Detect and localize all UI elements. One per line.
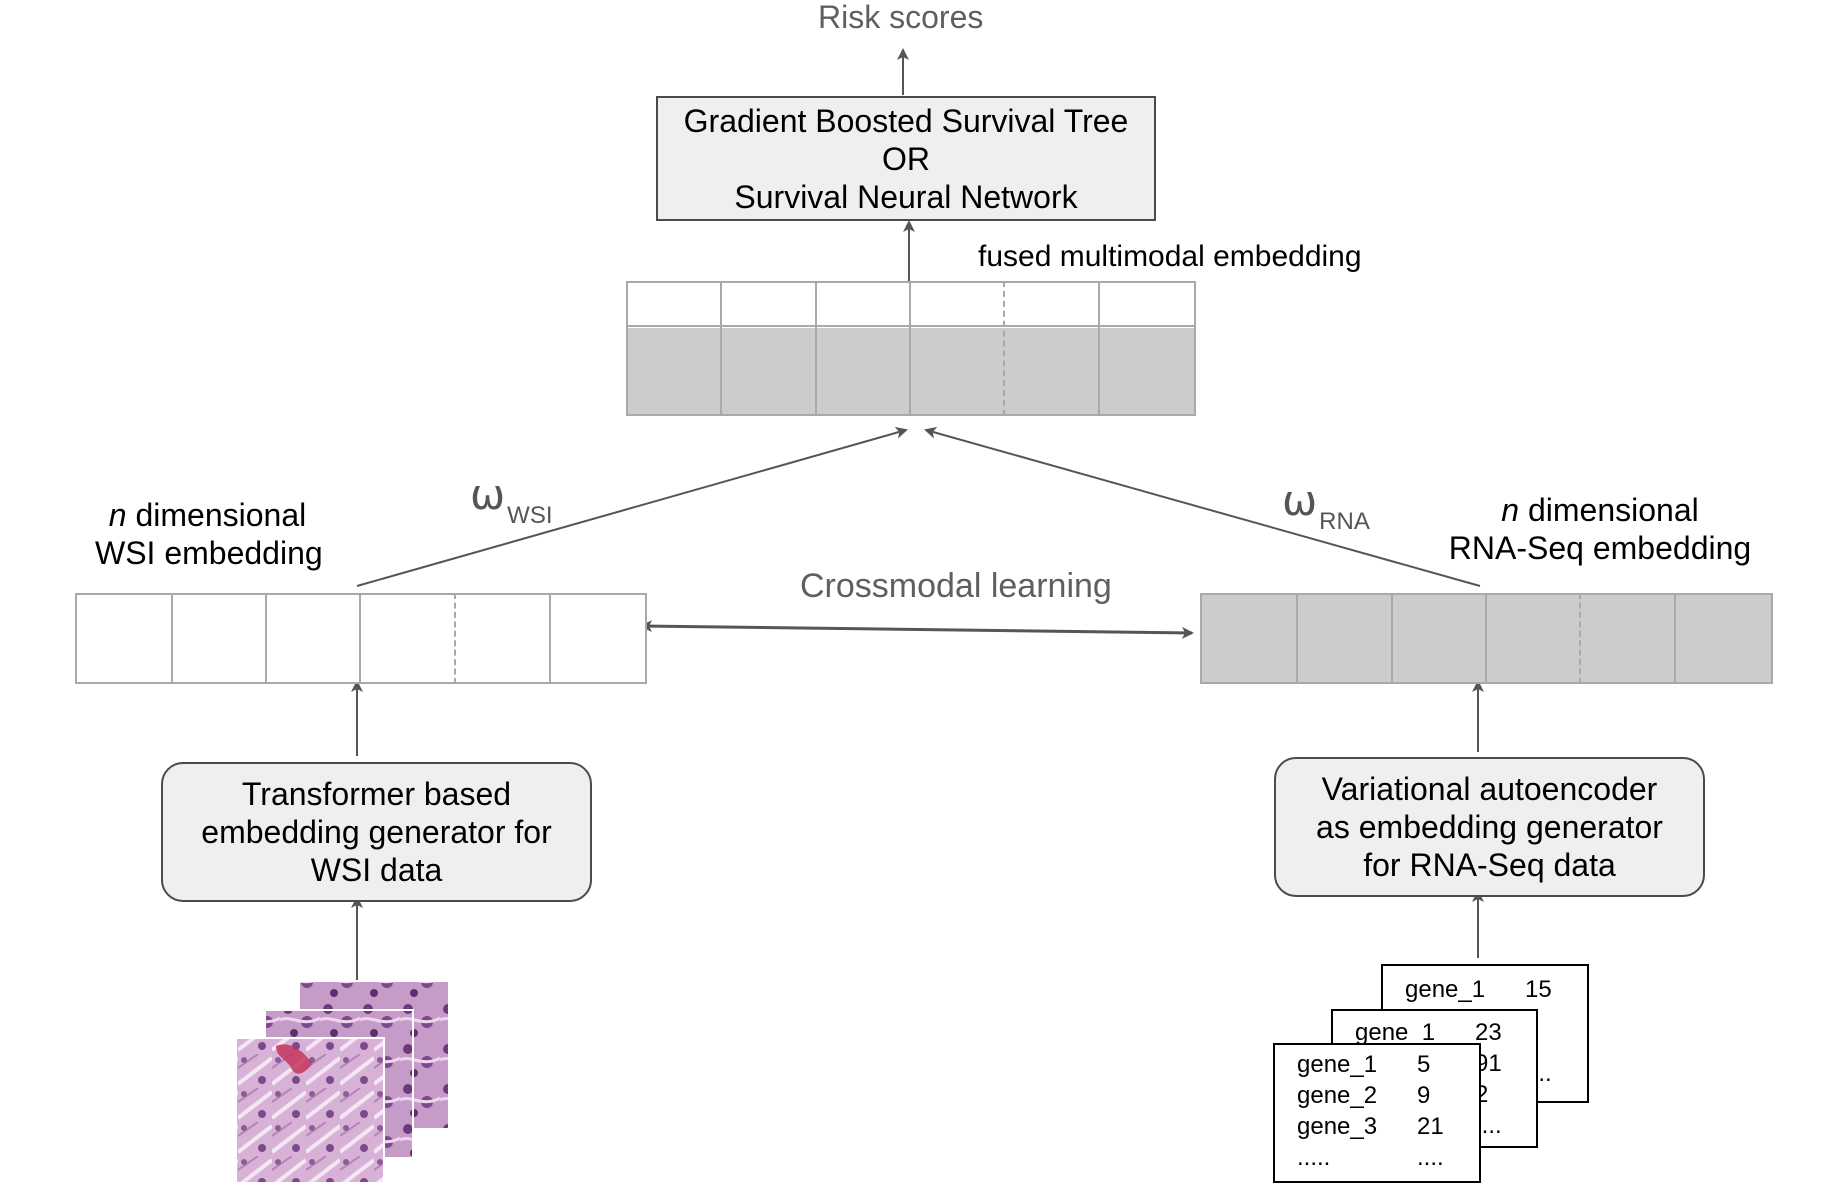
rna-embedding-line2: RNA-Seq embedding — [1448, 530, 1752, 566]
rna-gen-line-2: as embedding generator — [1316, 809, 1663, 845]
rna-dimensional: dimensional — [1519, 492, 1699, 528]
wsi-image-front — [235, 1037, 385, 1183]
wsi-cell-3 — [265, 593, 361, 684]
model-line-3: Survival Neural Network — [734, 178, 1078, 215]
omega-wsi-sub: WSI — [507, 502, 553, 529]
rna-cell-2 — [1296, 593, 1393, 684]
wsi-n: n — [108, 497, 127, 533]
rna-embedding-generator-box: Variational autoencoder as embedding gen… — [1274, 757, 1705, 897]
rna-cell-5 — [1579, 593, 1676, 684]
crossmodal-double-arrow — [640, 620, 1194, 639]
rna-embedding-label: n dimensional RNA-Seq embedding — [1445, 491, 1755, 567]
wsi-cell-4 — [359, 593, 456, 684]
wsi-embedding-generator-box: Transformer based embedding generator fo… — [161, 762, 592, 902]
tissue-red-region — [276, 1044, 312, 1074]
wsi-embedding-label: n dimensional WSI embedding — [95, 496, 323, 572]
arrow-wsi-to-fused — [356, 426, 908, 587]
wsi-embedding-vector — [75, 593, 647, 684]
fused-embedding-vector — [626, 281, 1196, 416]
rna-cell-6 — [1674, 593, 1773, 684]
fused-divider — [626, 325, 1196, 327]
omega-rna-weight: ωRNA — [1282, 476, 1370, 536]
fused-cell-3 — [815, 281, 911, 416]
rna-cell-4 — [1485, 593, 1581, 684]
arrow-rna-to-fused — [924, 426, 1481, 587]
model-line-2: OR — [882, 140, 930, 177]
rna-gen-line-3: for RNA-Seq data — [1363, 847, 1616, 883]
gene-row: ......... — [1297, 1144, 1444, 1171]
rna-gen-line-1: Variational autoencoder — [1321, 771, 1658, 807]
omega-wsi-weight: ωWSI — [470, 470, 553, 530]
fused-embedding-label: fused multimodal embedding — [978, 240, 1362, 273]
omega-rna-symbol: ω — [1282, 476, 1318, 525]
wsi-cell-6 — [549, 593, 647, 684]
fused-cell-6 — [1098, 281, 1196, 416]
wsi-gen-line-3: WSI data — [310, 852, 443, 888]
fused-cell-2 — [720, 281, 817, 416]
wsi-dimensional: dimensional — [126, 497, 307, 533]
rna-n: n — [1501, 492, 1520, 528]
rna-embedding-vector — [1200, 593, 1773, 684]
wsi-gen-line-2: embedding generator for — [201, 814, 552, 850]
wsi-cell-5 — [454, 593, 551, 684]
model-line-1: Gradient Boosted Survival Tree — [683, 102, 1129, 139]
wsi-gen-line-1: Transformer based — [241, 776, 512, 812]
fused-cell-5 — [1003, 281, 1100, 416]
rna-cell-1 — [1200, 593, 1298, 684]
omega-rna-sub: RNA — [1319, 508, 1370, 535]
wsi-embedding-line2: WSI embedding — [95, 535, 323, 571]
crossmodal-learning-label: Crossmodal learning — [800, 567, 1112, 605]
risk-scores-label: Risk scores — [818, 0, 984, 35]
survival-model-box: Gradient Boosted Survival Tree OR Surviv… — [656, 96, 1156, 221]
wsi-cell-2 — [171, 593, 267, 684]
omega-wsi-symbol: ω — [470, 470, 506, 519]
wsi-cell-1 — [75, 593, 173, 684]
fused-cell-1 — [626, 281, 722, 416]
